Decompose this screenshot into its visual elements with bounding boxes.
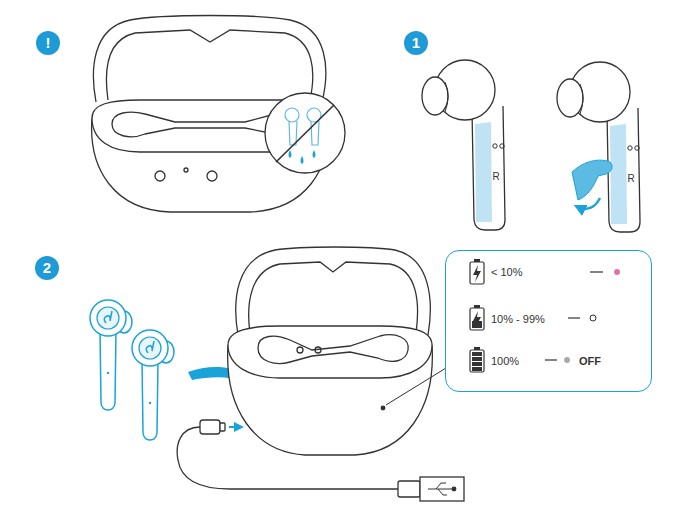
battery-level	[472, 362, 482, 366]
charging-bolt	[473, 311, 481, 328]
callout-badge	[36, 31, 60, 55]
charging-bolt	[473, 265, 481, 282]
callout-badge	[35, 256, 59, 280]
magnifier-circle	[265, 93, 345, 173]
magnet	[297, 347, 303, 353]
dash	[590, 271, 603, 272]
battery-level-text: 10% - 99%	[491, 312, 545, 326]
magnifier	[265, 93, 345, 173]
led-white	[590, 315, 596, 321]
battery-status-panel: < 10% 10% - 99% 100% OFF	[445, 250, 652, 392]
usb-a-plug	[420, 477, 464, 501]
usb-a-body	[398, 481, 420, 497]
case-rim	[92, 100, 328, 152]
led-pink	[614, 269, 620, 275]
leader-line	[386, 368, 446, 405]
battery-level	[472, 357, 482, 361]
water-drop	[313, 150, 316, 158]
magnet	[155, 171, 165, 181]
wet-earbud	[285, 108, 299, 145]
cable	[177, 427, 398, 489]
led	[381, 406, 385, 410]
prohibition-slash	[276, 105, 334, 162]
battery-icons	[470, 259, 620, 372]
battery-level	[472, 367, 482, 371]
side-marker: R	[492, 171, 499, 182]
side-marker: R	[627, 173, 634, 184]
battery-icon	[470, 308, 484, 330]
plug-arrow	[229, 426, 242, 428]
dash	[545, 359, 557, 360]
callout-number: 1	[412, 35, 420, 51]
battery-cap	[474, 305, 480, 308]
usb-symbol	[428, 483, 452, 495]
magnet	[315, 347, 321, 353]
case-lid-inner	[249, 262, 418, 333]
earbud	[422, 60, 505, 230]
case-lid	[236, 247, 431, 335]
callout-badge	[404, 31, 428, 55]
wet-earbud	[307, 108, 321, 145]
battery-icon	[470, 350, 484, 372]
led-off	[564, 357, 570, 363]
battery-cap	[474, 347, 480, 350]
led-state-text: OFF	[579, 354, 601, 368]
charging-case	[228, 247, 446, 455]
dash	[568, 317, 580, 318]
callout-number: !	[46, 35, 51, 51]
case-lid	[93, 16, 325, 103]
battery-icon	[470, 262, 484, 284]
earbud	[90, 300, 132, 410]
battery-level	[472, 352, 482, 356]
water-drop	[301, 156, 304, 164]
case-lid-inner	[106, 30, 312, 100]
callout-number: 2	[43, 260, 51, 276]
earbud-cradle	[258, 335, 408, 364]
battery-cap	[474, 259, 480, 262]
battery-level-text: < 10%	[491, 265, 523, 279]
earbud	[557, 62, 640, 232]
earbud	[132, 330, 174, 440]
usb-c-plug	[200, 420, 220, 434]
battery-level-text: 100%	[491, 354, 519, 368]
usb-cable	[177, 420, 464, 501]
usb-symbol	[452, 487, 456, 491]
usb-c-tip	[220, 423, 225, 431]
charging-case	[92, 16, 329, 213]
led	[184, 168, 188, 172]
tap-arrow	[576, 198, 600, 209]
water-drop	[289, 150, 292, 158]
finger	[572, 160, 612, 200]
case-rim	[228, 326, 432, 378]
magnet	[207, 171, 217, 181]
